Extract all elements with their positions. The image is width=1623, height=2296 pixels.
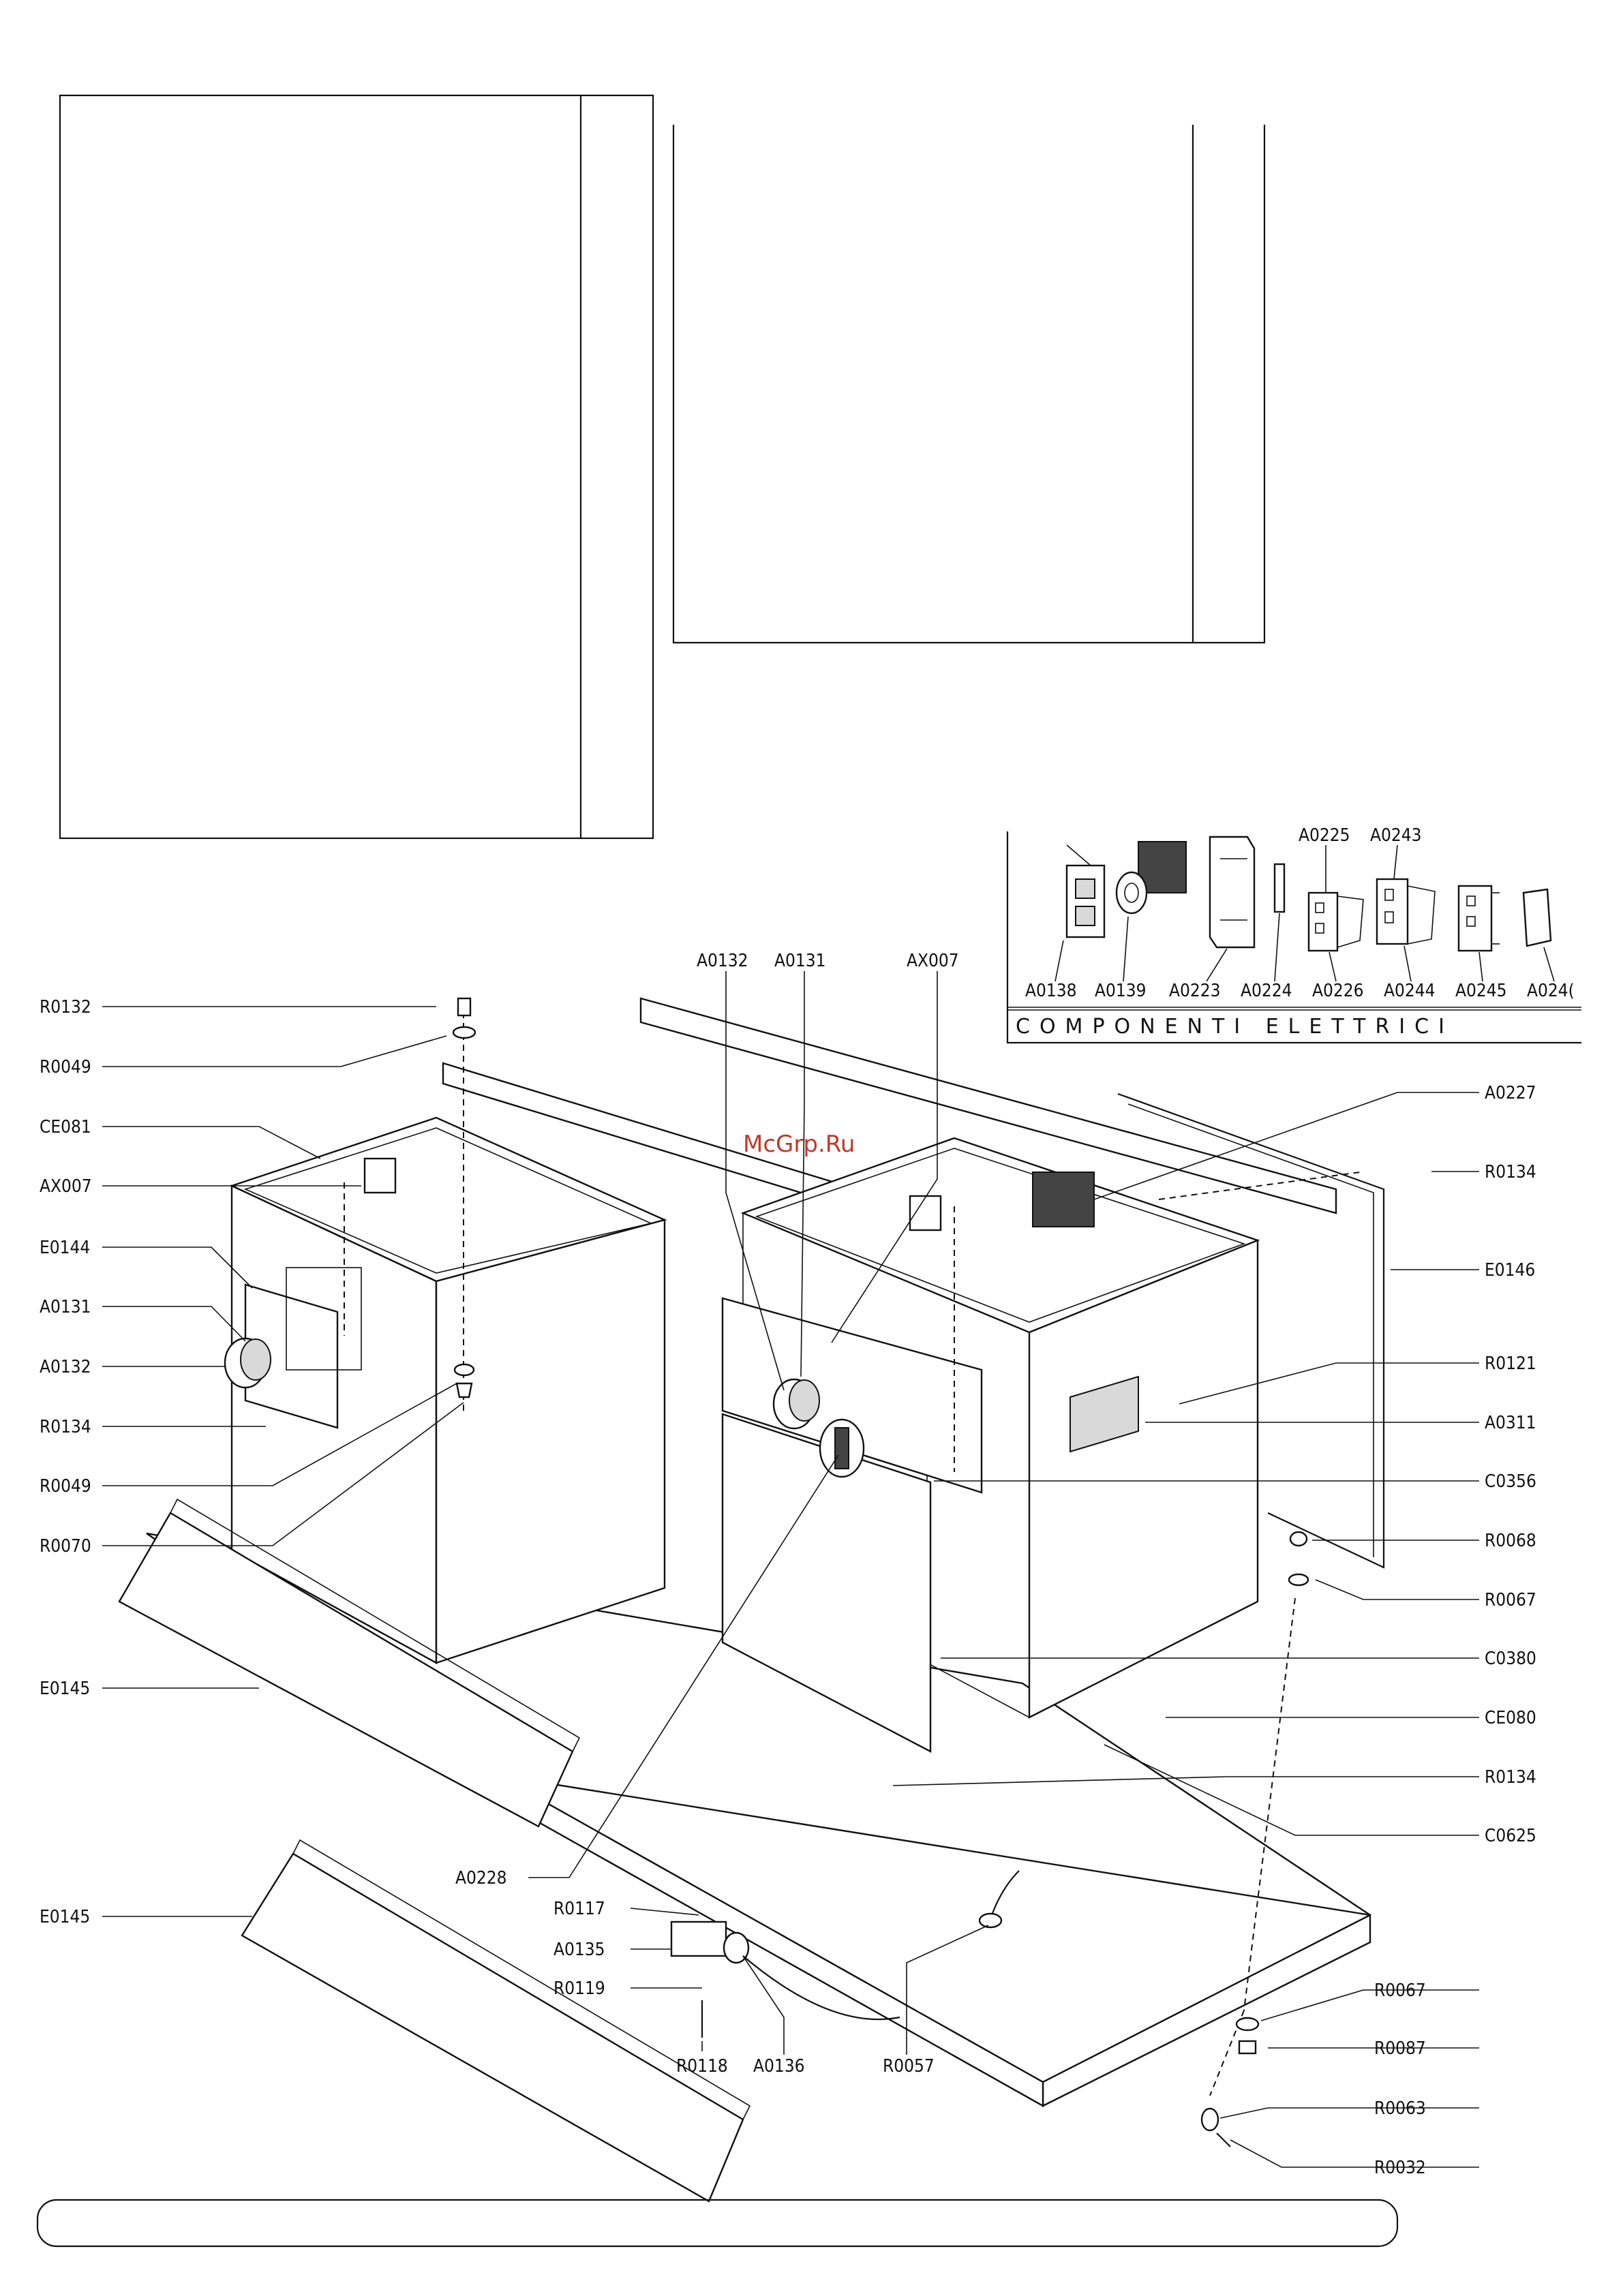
connector-icon-2 bbox=[1376, 878, 1436, 945]
callout-r0134-left: R0134 bbox=[40, 1417, 91, 1437]
connector-icon-3 bbox=[1457, 885, 1500, 952]
callout-r0049: R0049 bbox=[40, 1057, 91, 1077]
legend-label-a0244: A0244 bbox=[1384, 945, 1436, 1001]
connector-icon-1 bbox=[1307, 891, 1364, 952]
callout-e0146: E0146 bbox=[1485, 1260, 1535, 1281]
svg-text:A0223: A0223 bbox=[1169, 981, 1221, 1001]
probe-cable bbox=[978, 1870, 1020, 1929]
right-knob bbox=[772, 1378, 820, 1430]
skirt-channel-upper bbox=[118, 1498, 581, 1828]
svg-text:A0243: A0243 bbox=[1370, 825, 1422, 846]
callout-ce080: CE080 bbox=[1485, 1708, 1536, 1728]
callout-r0119: R0119 bbox=[553, 1978, 605, 1999]
callout-a0311: A0311 bbox=[1485, 1413, 1536, 1433]
legend-label-a0245: A0245 bbox=[1455, 951, 1507, 1001]
valve-assembly bbox=[670, 1920, 900, 2038]
callout-a0136: A0136 bbox=[753, 2056, 805, 2077]
callout-e0145-upper: E0145 bbox=[40, 1679, 90, 1699]
callout-a0132-top: A0132 bbox=[697, 951, 748, 971]
din-module-icon bbox=[1209, 836, 1256, 949]
callout-r0067-lower: R0067 bbox=[1374, 1980, 1426, 2001]
leader-lines bbox=[102, 971, 1479, 2168]
footer-frame bbox=[36, 2199, 1399, 2248]
relay-icon bbox=[1115, 841, 1187, 915]
callout-ax007-left: AX007 bbox=[40, 1176, 92, 1197]
callout-r0118: R0118 bbox=[676, 2056, 728, 2077]
svg-text:A0139: A0139 bbox=[1095, 981, 1147, 1001]
left-knob bbox=[224, 1337, 271, 1389]
callout-a0132-left: A0132 bbox=[40, 1357, 91, 1377]
left-cabinet bbox=[229, 1116, 667, 1665]
legend-label-a0223: A0223 bbox=[1169, 948, 1228, 1001]
callout-ce081: CE081 bbox=[40, 1117, 91, 1137]
svg-text:A0244: A0244 bbox=[1384, 981, 1436, 1001]
callout-r0049-lower: R0049 bbox=[40, 1476, 91, 1497]
svg-text:A0138: A0138 bbox=[1025, 981, 1077, 1001]
callout-e0145-lower: E0145 bbox=[40, 1907, 90, 1927]
fuse-icon bbox=[1273, 863, 1286, 913]
callout-r0057: R0057 bbox=[883, 2056, 935, 2077]
callout-ax007-top: AX007 bbox=[907, 951, 959, 971]
right-switch-knob bbox=[819, 1418, 865, 1478]
skirt-channel-lower bbox=[241, 1839, 751, 2203]
legend-label-a0225: A0225 bbox=[1299, 825, 1350, 893]
callout-r0068: R0068 bbox=[1485, 1531, 1536, 1551]
callout-a0131-left: A0131 bbox=[40, 1297, 91, 1317]
callout-a0135: A0135 bbox=[553, 1940, 605, 1960]
svg-text:A0224: A0224 bbox=[1241, 981, 1292, 1001]
callout-a0131-top: A0131 bbox=[774, 951, 826, 971]
callouts: R0132 R0049 CE081 AX007 E0144 A0131 A013… bbox=[40, 951, 1536, 2178]
callout-e0144: E0144 bbox=[40, 1238, 90, 1258]
blank-table-right bbox=[672, 125, 1266, 644]
callout-a0227: A0227 bbox=[1485, 1083, 1536, 1103]
callout-r0117: R0117 bbox=[553, 1899, 605, 1919]
callout-c0625: C0625 bbox=[1485, 1826, 1536, 1846]
legend-label-a024x: A024( bbox=[1527, 947, 1575, 1001]
callout-r0032: R0032 bbox=[1374, 2158, 1426, 2178]
watermark: McGrp.Ru bbox=[743, 1131, 855, 1158]
assembly-axes bbox=[344, 1012, 1361, 2096]
legend-label-a0224: A0224 bbox=[1241, 913, 1292, 1001]
callout-r0067: R0067 bbox=[1485, 1590, 1536, 1610]
legend-label-a0243: A0243 bbox=[1370, 825, 1422, 880]
legend-label-a0138: A0138 bbox=[1025, 940, 1077, 1001]
callout-r0134-lower: R0134 bbox=[1485, 1767, 1536, 1788]
connector-icon-4 bbox=[1522, 888, 1552, 947]
callout-r0121: R0121 bbox=[1485, 1353, 1536, 1374]
callout-c0356: C0356 bbox=[1485, 1471, 1536, 1492]
legend-label-a0139: A0139 bbox=[1095, 916, 1147, 1001]
svg-text:A0225: A0225 bbox=[1299, 825, 1350, 846]
callout-r0134-right: R0134 bbox=[1485, 1162, 1536, 1182]
components-legend-title: COMPONENTI ELETTRICI bbox=[1016, 1015, 1454, 1039]
callout-r0063: R0063 bbox=[1374, 2098, 1426, 2119]
svg-text:A0245: A0245 bbox=[1455, 981, 1507, 1001]
blank-table-left bbox=[59, 94, 654, 840]
callout-a0228: A0228 bbox=[455, 1868, 507, 1888]
left-ax007-module bbox=[363, 1157, 397, 1194]
terminal-block-icon bbox=[1065, 844, 1106, 938]
callout-r0070: R0070 bbox=[40, 1536, 91, 1557]
right-cabinet bbox=[721, 1092, 1385, 1753]
callout-r0087: R0087 bbox=[1374, 2038, 1426, 2059]
legend-label-a0226: A0226 bbox=[1312, 951, 1364, 1001]
svg-text:A0226: A0226 bbox=[1312, 981, 1364, 1001]
fasteners bbox=[452, 997, 1309, 2147]
components-legend: COMPONENTI ELETTRICI bbox=[1006, 825, 1581, 1044]
callout-r0132: R0132 bbox=[40, 997, 91, 1017]
callout-c0380: C0380 bbox=[1485, 1649, 1536, 1669]
svg-text:A024(: A024( bbox=[1527, 981, 1575, 1001]
